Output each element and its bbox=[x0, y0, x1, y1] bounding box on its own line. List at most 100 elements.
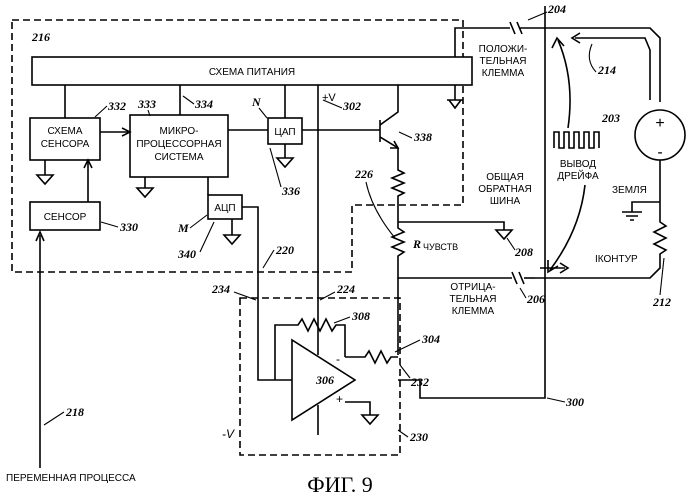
ref-224: 224 bbox=[336, 282, 355, 296]
ref-218: 218 bbox=[65, 405, 84, 419]
drift-label-line1: ВЫВОД bbox=[560, 159, 596, 170]
ref-208: 208 bbox=[514, 245, 533, 259]
ground-common-return bbox=[496, 230, 512, 239]
drift-curve-down bbox=[550, 185, 585, 270]
ground-ps-sym bbox=[447, 100, 463, 108]
ref-306: 306 bbox=[315, 373, 334, 387]
ref-206: 206 bbox=[526, 292, 545, 306]
wire-ground bbox=[632, 202, 660, 212]
leader-336 bbox=[270, 148, 281, 187]
leader-220 bbox=[263, 250, 274, 268]
process-variable-label: ПЕРЕМЕННАЯ ПРОЦЕССА bbox=[6, 473, 136, 484]
ground-adc bbox=[224, 235, 240, 244]
leader-332 bbox=[95, 106, 107, 117]
ground-micro bbox=[137, 188, 153, 197]
input-resistor-304 bbox=[345, 351, 398, 363]
sensor-circuit-line2: СЕНСОРА bbox=[41, 139, 90, 150]
ref-234: 234 bbox=[211, 282, 230, 296]
ref-203: 203 bbox=[601, 111, 620, 125]
wire-neg-terminal bbox=[398, 275, 512, 278]
micro-line3: СИСТЕМА bbox=[154, 152, 203, 163]
common-return-line3: ШИНА bbox=[490, 196, 521, 207]
m-label: M bbox=[177, 221, 189, 235]
ground-sc bbox=[37, 175, 53, 184]
neg-terminal-line2: ТЕЛЬНАЯ bbox=[449, 294, 496, 305]
ref-212: 212 bbox=[652, 295, 671, 309]
leader-208 bbox=[507, 238, 515, 250]
leader-232 bbox=[400, 365, 410, 378]
common-return-line1: ОБЩАЯ bbox=[486, 172, 524, 183]
ref-332: 332 bbox=[107, 99, 126, 113]
r-sense-label: R bbox=[412, 237, 421, 251]
drift-arrow-up bbox=[552, 38, 564, 48]
ref-204: 204 bbox=[547, 2, 566, 16]
leader-226 bbox=[366, 182, 395, 238]
n-label: N bbox=[251, 95, 262, 109]
adc-label: АЦП bbox=[214, 203, 235, 214]
ref-334: 334 bbox=[194, 97, 213, 111]
ref-226: 226 bbox=[354, 167, 373, 181]
transistor-emitter bbox=[380, 137, 398, 165]
leader-206 bbox=[520, 288, 526, 298]
ref-308: 308 bbox=[351, 309, 370, 323]
r-sense-sub: ЧУВСТВ bbox=[423, 242, 458, 252]
ref-338: 338 bbox=[413, 130, 432, 144]
source-plus: + bbox=[655, 115, 664, 132]
minus-v-label: -V bbox=[222, 427, 235, 441]
ref-216: 216 bbox=[31, 30, 50, 44]
sense-resistor bbox=[392, 222, 404, 275]
wire-adc-input bbox=[242, 207, 292, 380]
emitter-resistor bbox=[392, 165, 404, 222]
leader-n bbox=[259, 108, 267, 118]
leader-204 bbox=[528, 12, 547, 20]
micro-line1: МИКРО- bbox=[160, 126, 199, 137]
sensor-label: СЕНСОР bbox=[44, 212, 87, 223]
ground-opamp bbox=[362, 415, 378, 424]
common-return-line2: ОБРАТНАЯ bbox=[478, 184, 531, 195]
ground-symbol bbox=[622, 212, 642, 220]
wire-common-return bbox=[398, 222, 504, 230]
ref-220: 220 bbox=[275, 243, 294, 257]
figure-caption: ФИГ. 9 bbox=[307, 472, 373, 497]
leader-218 bbox=[44, 412, 64, 425]
leader-330 bbox=[101, 222, 118, 227]
source-minus: - bbox=[657, 144, 662, 161]
pos-terminal-line1: ПОЛОЖИ- bbox=[479, 44, 528, 55]
sensor-circuit-line1: СХЕМА bbox=[48, 126, 83, 137]
ref-336: 336 bbox=[281, 184, 300, 198]
ref-333: 333 bbox=[137, 97, 156, 111]
ref-214: 214 bbox=[597, 63, 616, 77]
leader-334 bbox=[183, 96, 194, 104]
pos-terminal-line3: КЛЕММА bbox=[482, 68, 525, 79]
leader-338 bbox=[399, 132, 412, 138]
leader-214 bbox=[589, 44, 596, 72]
terminal-206-symbol bbox=[512, 272, 524, 284]
neg-terminal-line3: КЛЕММА bbox=[452, 306, 495, 317]
leader-340 bbox=[200, 222, 214, 252]
ref-302: 302 bbox=[342, 99, 361, 113]
drift-curve-up bbox=[558, 40, 570, 128]
opamp-plus: + bbox=[336, 392, 343, 406]
leader-300 bbox=[547, 398, 565, 402]
drift-waveform bbox=[554, 132, 599, 148]
power-supply-label: СХЕМА ПИТАНИЯ bbox=[209, 67, 295, 78]
leader-m bbox=[190, 215, 207, 228]
ref-340: 340 bbox=[177, 247, 196, 261]
ground-label: ЗЕМЛЯ bbox=[612, 185, 647, 196]
dac-label: ЦАП bbox=[274, 127, 295, 138]
transistor-collector bbox=[380, 85, 398, 125]
ground-dac bbox=[277, 158, 293, 167]
loop-current-label: IКОНТУР bbox=[595, 254, 638, 265]
opamp-minus: - bbox=[336, 352, 340, 366]
wire-pos-terminal bbox=[520, 28, 660, 102]
ref-330: 330 bbox=[119, 220, 138, 234]
pos-terminal-line2: ТЕЛЬНАЯ bbox=[479, 56, 526, 67]
neg-terminal-line1: ОТРИЦА- bbox=[450, 282, 495, 293]
micro-line2: ПРОЦЕССОРНАЯ bbox=[136, 139, 221, 150]
leader-308 bbox=[334, 317, 350, 323]
wire-opamp-plus-ground bbox=[345, 402, 370, 415]
drift-label-line2: ДРЕЙФА bbox=[557, 169, 599, 182]
ref-300: 300 bbox=[565, 395, 584, 409]
